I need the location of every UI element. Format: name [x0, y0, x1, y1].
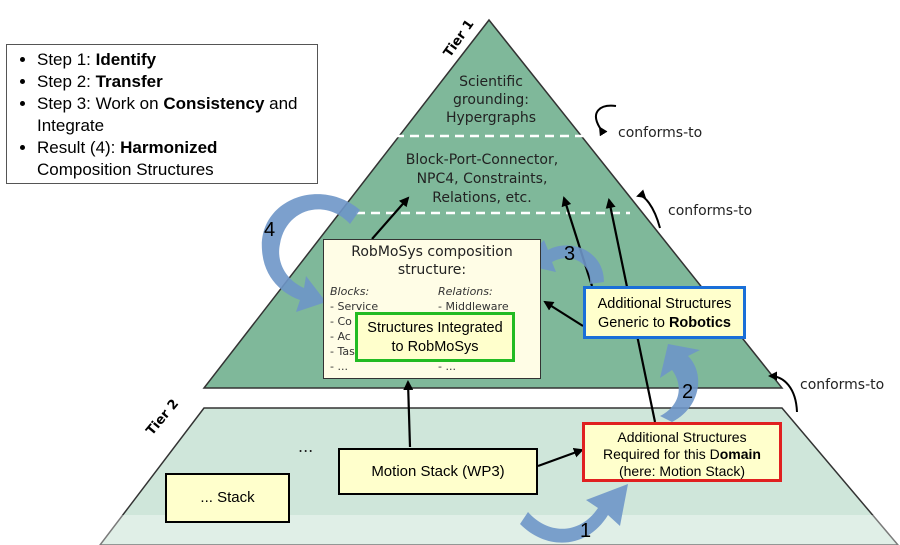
domain-line-1: Additional Structures: [617, 429, 747, 445]
conforms-to-label-mid: conforms-to: [668, 203, 752, 219]
steps-legend: Step 1: Identify Step 2: Transfer Step 3…: [6, 44, 318, 184]
conforms-to-label-top: conforms-to: [618, 125, 702, 141]
domain-box: Additional Structures Required for this …: [582, 422, 782, 482]
other-stack-label: ... Stack: [200, 489, 255, 506]
step-item: Result (4): Harmonized Composition Struc…: [37, 137, 311, 181]
motion-stack-label: Motion Stack (WP3): [371, 463, 505, 480]
tier2-label: Tier 2: [144, 397, 183, 439]
structures-integrated-box: Structures Integrated to RobMoSys: [355, 312, 515, 362]
bpc-line-2: NPC4, Constraints,: [417, 171, 548, 187]
relations-header: Relations:: [438, 285, 493, 298]
robmosys-title-line-1: RobMoSys composition: [351, 244, 513, 260]
domain-line-2-bold: omain: [719, 446, 761, 462]
domain-line-3: (here: Motion Stack): [618, 463, 746, 479]
step-arrow-4: [261, 194, 360, 312]
step-number-4: 4: [264, 219, 275, 241]
generic-line-2-bold: Robotics: [668, 315, 731, 331]
step-3-prefix: Step 3: Work on: [37, 94, 164, 113]
robmosys-title: RobMoSys composition structure:: [324, 243, 540, 279]
hypergraphs-line-2: grounding:: [453, 92, 529, 108]
robmosys-title-line-2: structure:: [397, 262, 467, 278]
step-item: Step 3: Work on Consistency and Integrat…: [37, 93, 311, 137]
step-3-suffix: and Integrate: [37, 94, 298, 135]
integrated-line-2: to RobMoSys: [391, 339, 479, 355]
step-1-prefix: Step 1:: [37, 50, 96, 69]
conforms-to-arrow-top: [595, 104, 617, 137]
step-item: Step 2: Transfer: [37, 71, 311, 93]
arrow-generic-to-bpc: [561, 196, 594, 287]
step-number-1: 1: [580, 520, 591, 542]
motion-stack-box: Motion Stack (WP3): [338, 448, 538, 495]
integrated-line-1: Structures Integrated: [367, 320, 503, 336]
block-item: - Service: [330, 300, 379, 313]
step-2-prefix: Step 2:: [37, 72, 96, 91]
arrow-robmosys-to-bpc: [371, 196, 410, 240]
result-bold: Harmonized: [120, 138, 218, 157]
step-item: Step 1: Identify: [37, 49, 311, 71]
blocks-column: Blocks: - Service - Co - Ac - Tas - ...: [330, 284, 378, 374]
block-item: - Co: [330, 315, 352, 328]
generic-robotics-box: Additional Structures Generic to Robotic…: [583, 286, 746, 339]
other-stack-box: ... Stack: [165, 473, 290, 523]
step-number-3: 3: [564, 243, 575, 265]
conforms-to-label-bottom: conforms-to: [800, 377, 884, 393]
block-item: - ...: [330, 360, 348, 373]
blocks-header: Blocks:: [330, 285, 370, 298]
result-suffix: Composition Structures: [37, 160, 214, 179]
step-1-bold: Identify: [95, 50, 157, 69]
result-prefix: Result (4):: [37, 138, 121, 157]
arrow-motion-to-robmosys: [403, 380, 414, 448]
conforms-to-arrow-bottom: [768, 371, 798, 413]
block-item: - Ac: [330, 330, 351, 343]
hypergraphs-line-1: Scientific: [459, 74, 523, 90]
step-2-bold: Transfer: [95, 72, 163, 91]
hypergraphs-line-3: Hypergraphs: [446, 110, 536, 126]
bpc-line-1: Block-Port-Connector,: [406, 152, 558, 168]
relations-column: Relations: - Middleware - ...: [438, 284, 509, 374]
domain-line-2: Required for this Domain: [585, 446, 779, 463]
generic-line-2: Generic to Robotics: [586, 314, 743, 333]
domain-line-2-prefix: Required for this D: [603, 446, 720, 462]
step-arrow-2: [660, 344, 700, 422]
tier2-ellipsis: ...: [298, 437, 313, 456]
step-number-2: 2: [682, 381, 693, 403]
generic-line-1: Additional Structures: [597, 296, 732, 312]
step-arrow-3: [520, 240, 604, 284]
arrow-generic-to-robmosys: [543, 300, 584, 327]
relation-item: - Middleware: [438, 300, 509, 313]
relation-item: - ...: [438, 360, 456, 373]
generic-line-2-prefix: Generic to: [598, 315, 669, 331]
step-3-bold: Consistency: [163, 94, 265, 113]
block-item: - Tas: [330, 345, 355, 358]
conforms-to-arrow-mid: [636, 189, 661, 229]
arrow-motion-to-domain: [537, 448, 584, 468]
step-arrow-1: [520, 484, 628, 543]
bpc-line-3: Relations, etc.: [432, 190, 531, 206]
